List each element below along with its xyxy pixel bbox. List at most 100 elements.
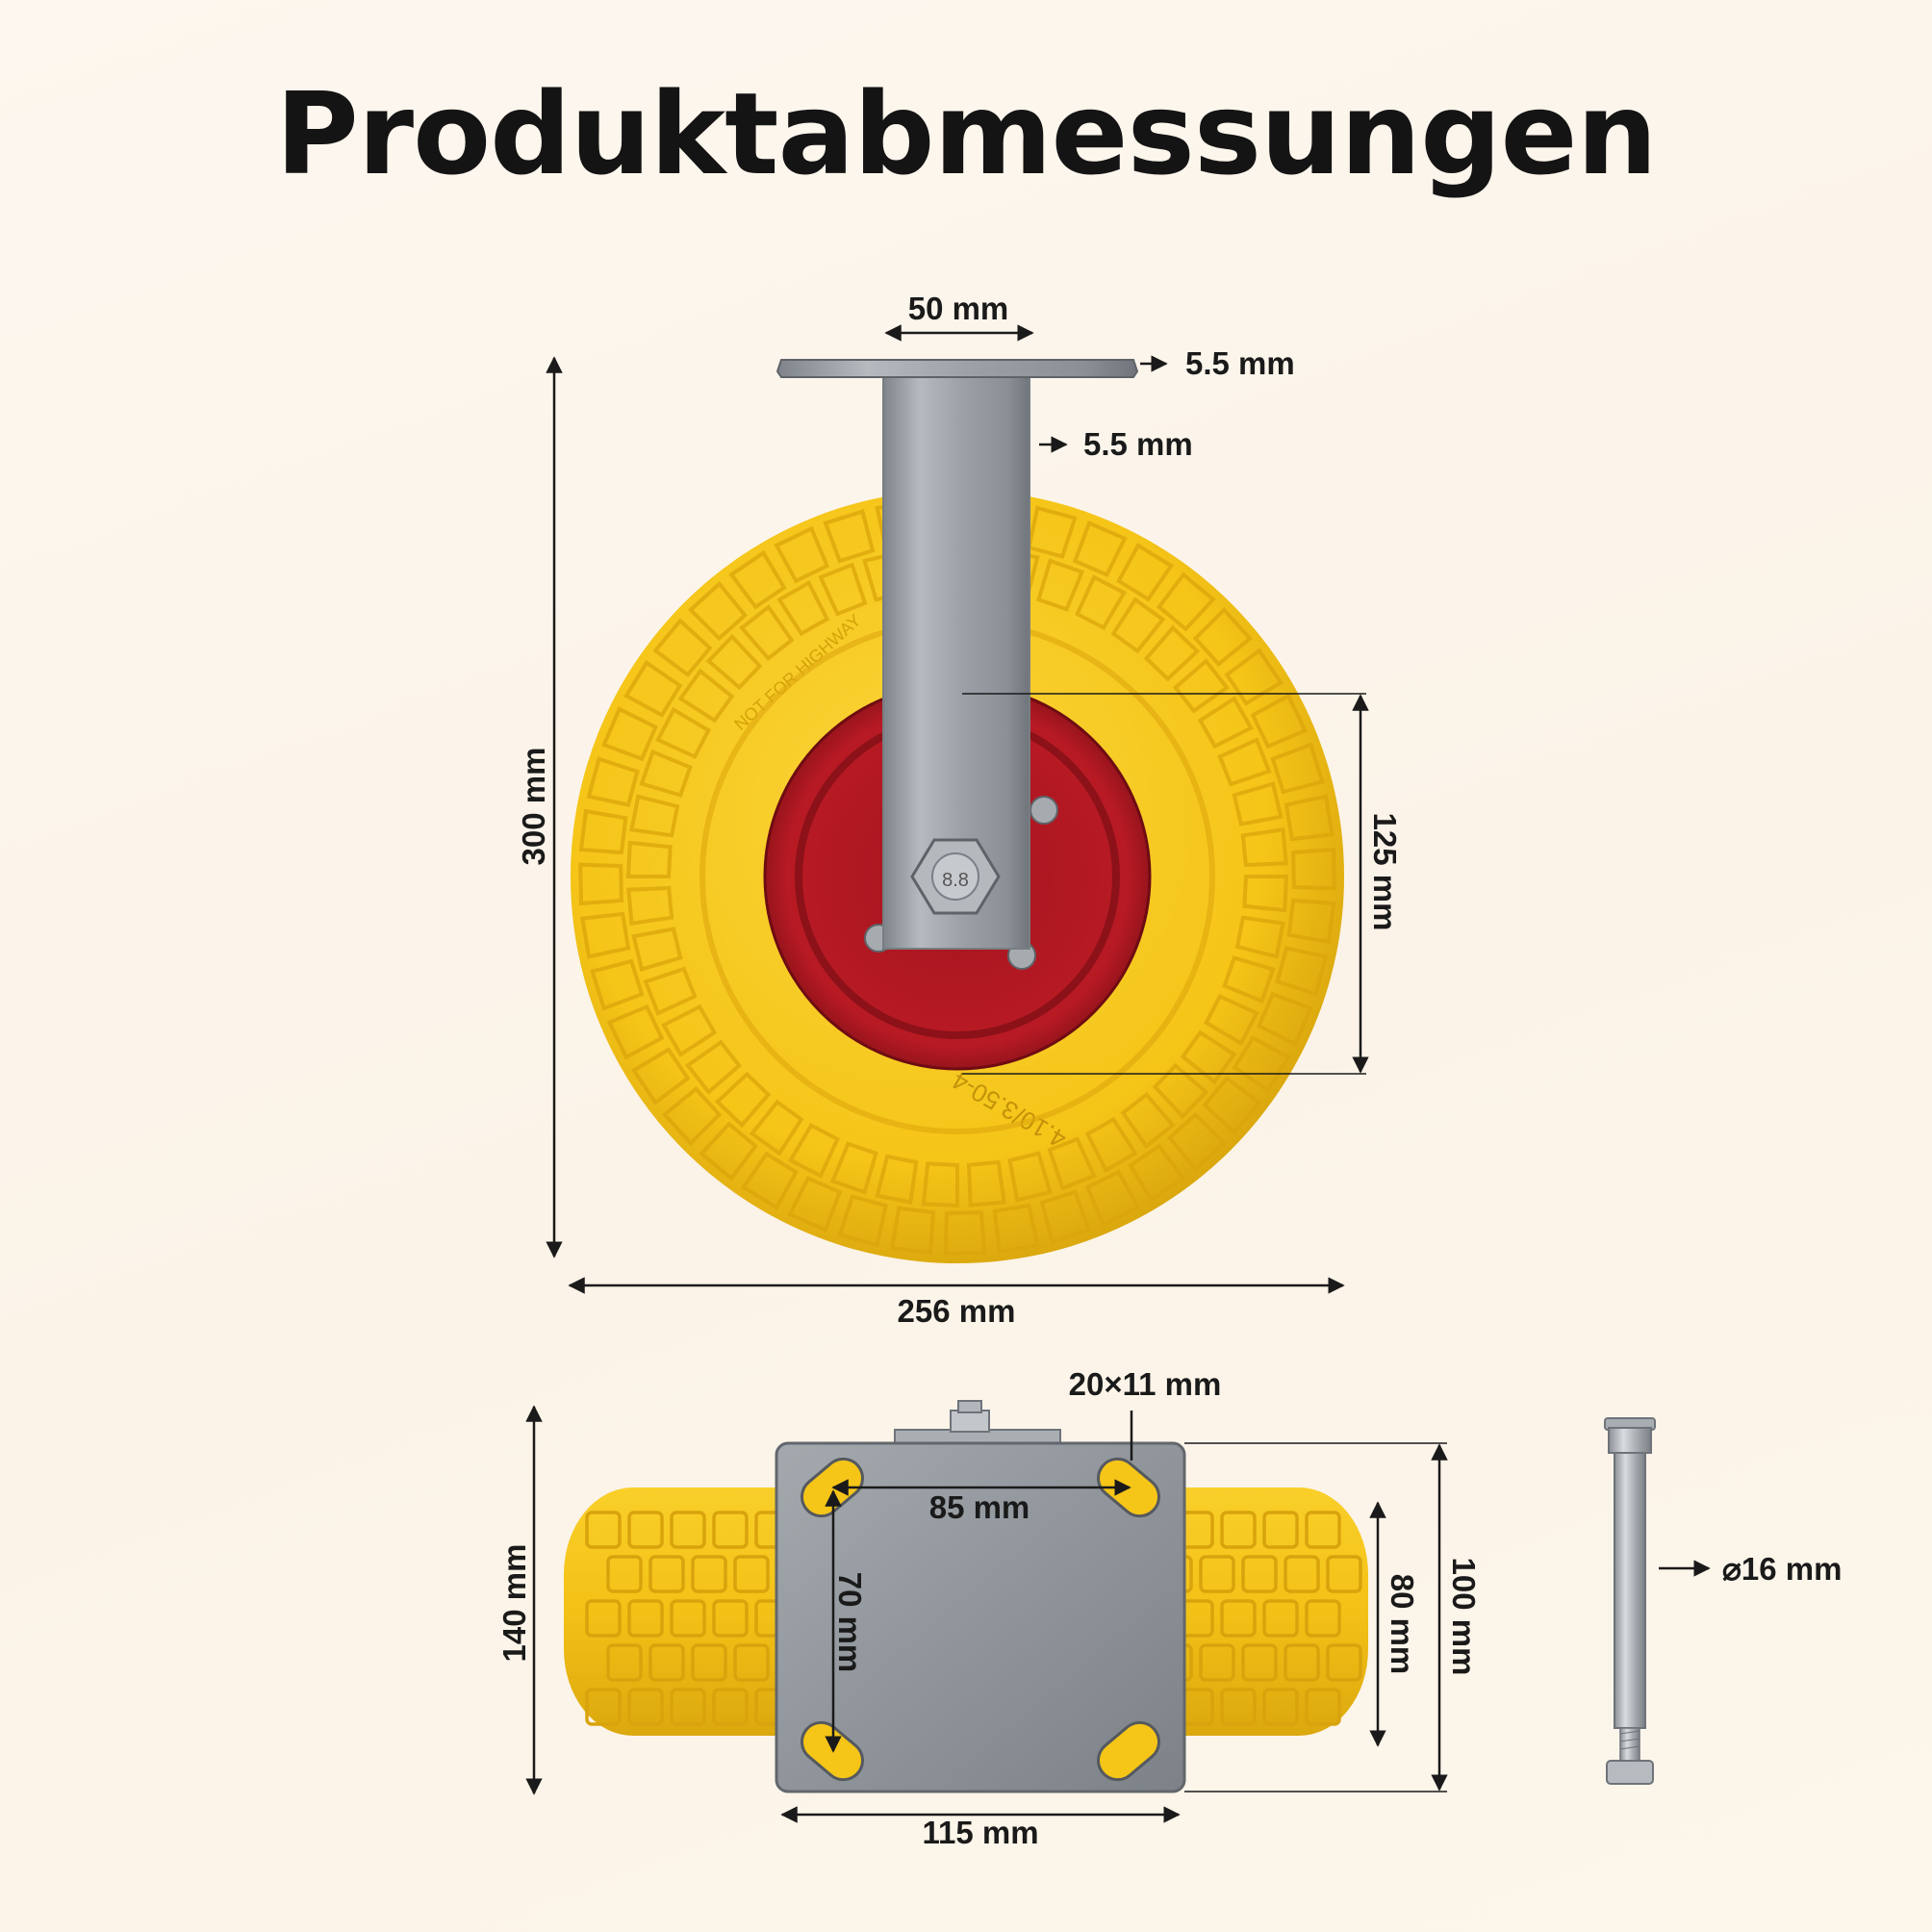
tread-block (787, 1123, 841, 1179)
dimensions-bottom: 20×11 mm 85 mm 70 mm 140 mm 115 mm 80 mm… (496, 1366, 1482, 1850)
tread-block (1110, 597, 1166, 654)
side-tread-block (627, 1511, 664, 1549)
tread-block (1242, 875, 1289, 913)
tread-block (590, 958, 645, 1011)
tread-block (1074, 574, 1128, 630)
tread-block (1128, 1143, 1186, 1204)
tread-block (705, 633, 763, 691)
side-tread-block (1241, 1643, 1278, 1682)
tread-block (1084, 1116, 1138, 1173)
side-tread-block (585, 1688, 622, 1726)
tread-block (1036, 558, 1085, 612)
tread-block (643, 966, 698, 1016)
wheel-top-view (564, 1400, 1368, 1793)
tread-block (1204, 993, 1259, 1047)
tread-block (578, 862, 623, 906)
tread-block (1291, 847, 1336, 891)
tread-block (943, 1210, 987, 1256)
tread-block (1143, 624, 1201, 682)
dim-plate-depth-inner: 80 mm (1385, 1574, 1420, 1675)
tread-block (1275, 946, 1329, 997)
tread-block (1197, 696, 1254, 750)
tread-block (921, 1161, 959, 1208)
tread-block (699, 1121, 759, 1182)
side-tread-block (606, 1643, 643, 1682)
nut-marking: 8.8 (942, 870, 969, 891)
tread-block (1284, 794, 1335, 842)
tread-block (629, 794, 680, 838)
side-tread-block (1220, 1511, 1257, 1549)
tread-block (1084, 1169, 1141, 1228)
tread-block (776, 580, 830, 637)
side-tread-block (1241, 1555, 1278, 1593)
tread-block (1180, 1030, 1237, 1085)
side-tread-block (1284, 1643, 1320, 1682)
tread-block (1232, 1035, 1291, 1094)
tread-block (1192, 606, 1254, 667)
tread-block (687, 580, 748, 642)
side-tread-block (1326, 1643, 1362, 1682)
tread-block (837, 1194, 888, 1248)
dim-side-height: 140 mm (496, 1544, 532, 1663)
tread-block (818, 562, 868, 617)
side-tread-block (691, 1643, 727, 1682)
dim-plate-length: 115 mm (922, 1815, 1038, 1850)
dim-total-height: 300 mm (516, 748, 551, 866)
tread-block (630, 1047, 691, 1106)
tread-block (728, 549, 787, 610)
side-tread-block (648, 1643, 685, 1682)
tread-block (739, 604, 795, 662)
side-tread-block (1305, 1599, 1341, 1638)
dim-plate-depth-outer: 100 mm (1446, 1558, 1482, 1676)
page-title: Produktabmessungen (275, 67, 1657, 200)
dim-hole-spacing-y: 70 mm (832, 1572, 868, 1673)
side-tread-block (1220, 1599, 1257, 1638)
tread-block (677, 668, 735, 724)
side-tread-block (1326, 1555, 1362, 1593)
tread-block (889, 1206, 936, 1256)
tread-block (652, 618, 713, 678)
tread-block (787, 1176, 843, 1233)
side-tread-block (1262, 1511, 1299, 1549)
base-plate (775, 1441, 1186, 1793)
tread-block (1257, 991, 1313, 1047)
tread-block (749, 1099, 804, 1157)
tread-block (1270, 742, 1325, 795)
side-tread-block (733, 1555, 770, 1593)
dim-wheel-diameter: 256 mm (898, 1293, 1016, 1329)
tread-block (601, 706, 658, 762)
tread-block (714, 1071, 772, 1129)
side-tread-block (1199, 1555, 1235, 1593)
side-tread-block (1262, 1688, 1299, 1726)
tread-block (829, 1141, 878, 1195)
side-tread-block (670, 1511, 706, 1549)
tread-block (661, 1086, 723, 1147)
side-tread-block (1199, 1643, 1235, 1682)
dim-plate-width: 50 mm (908, 291, 1009, 326)
side-tread-block (1305, 1511, 1341, 1549)
tread-block (1250, 693, 1309, 750)
tread-block (655, 706, 711, 760)
tread-block (1047, 1136, 1097, 1191)
tread-block (1222, 955, 1276, 1004)
tread-block (1007, 1151, 1053, 1203)
tread-block (639, 749, 693, 798)
tread-block (626, 885, 674, 926)
side-tread-block (1305, 1688, 1341, 1726)
side-tread-block (585, 1511, 622, 1549)
side-tread-block (627, 1688, 664, 1726)
side-tread-block (1220, 1688, 1257, 1726)
dim-axle-diameter: ⌀16 mm (1722, 1551, 1842, 1587)
tread-block (1234, 915, 1285, 959)
tread-block (1152, 1062, 1209, 1120)
tread-block (1039, 1189, 1092, 1244)
side-tread-block (1262, 1599, 1299, 1638)
tread-block (1232, 781, 1284, 826)
tread-block (623, 659, 683, 718)
tread-block (1240, 827, 1288, 868)
tread-block (1116, 543, 1175, 602)
tread-block (1202, 1075, 1262, 1135)
side-tread-block (712, 1599, 749, 1638)
